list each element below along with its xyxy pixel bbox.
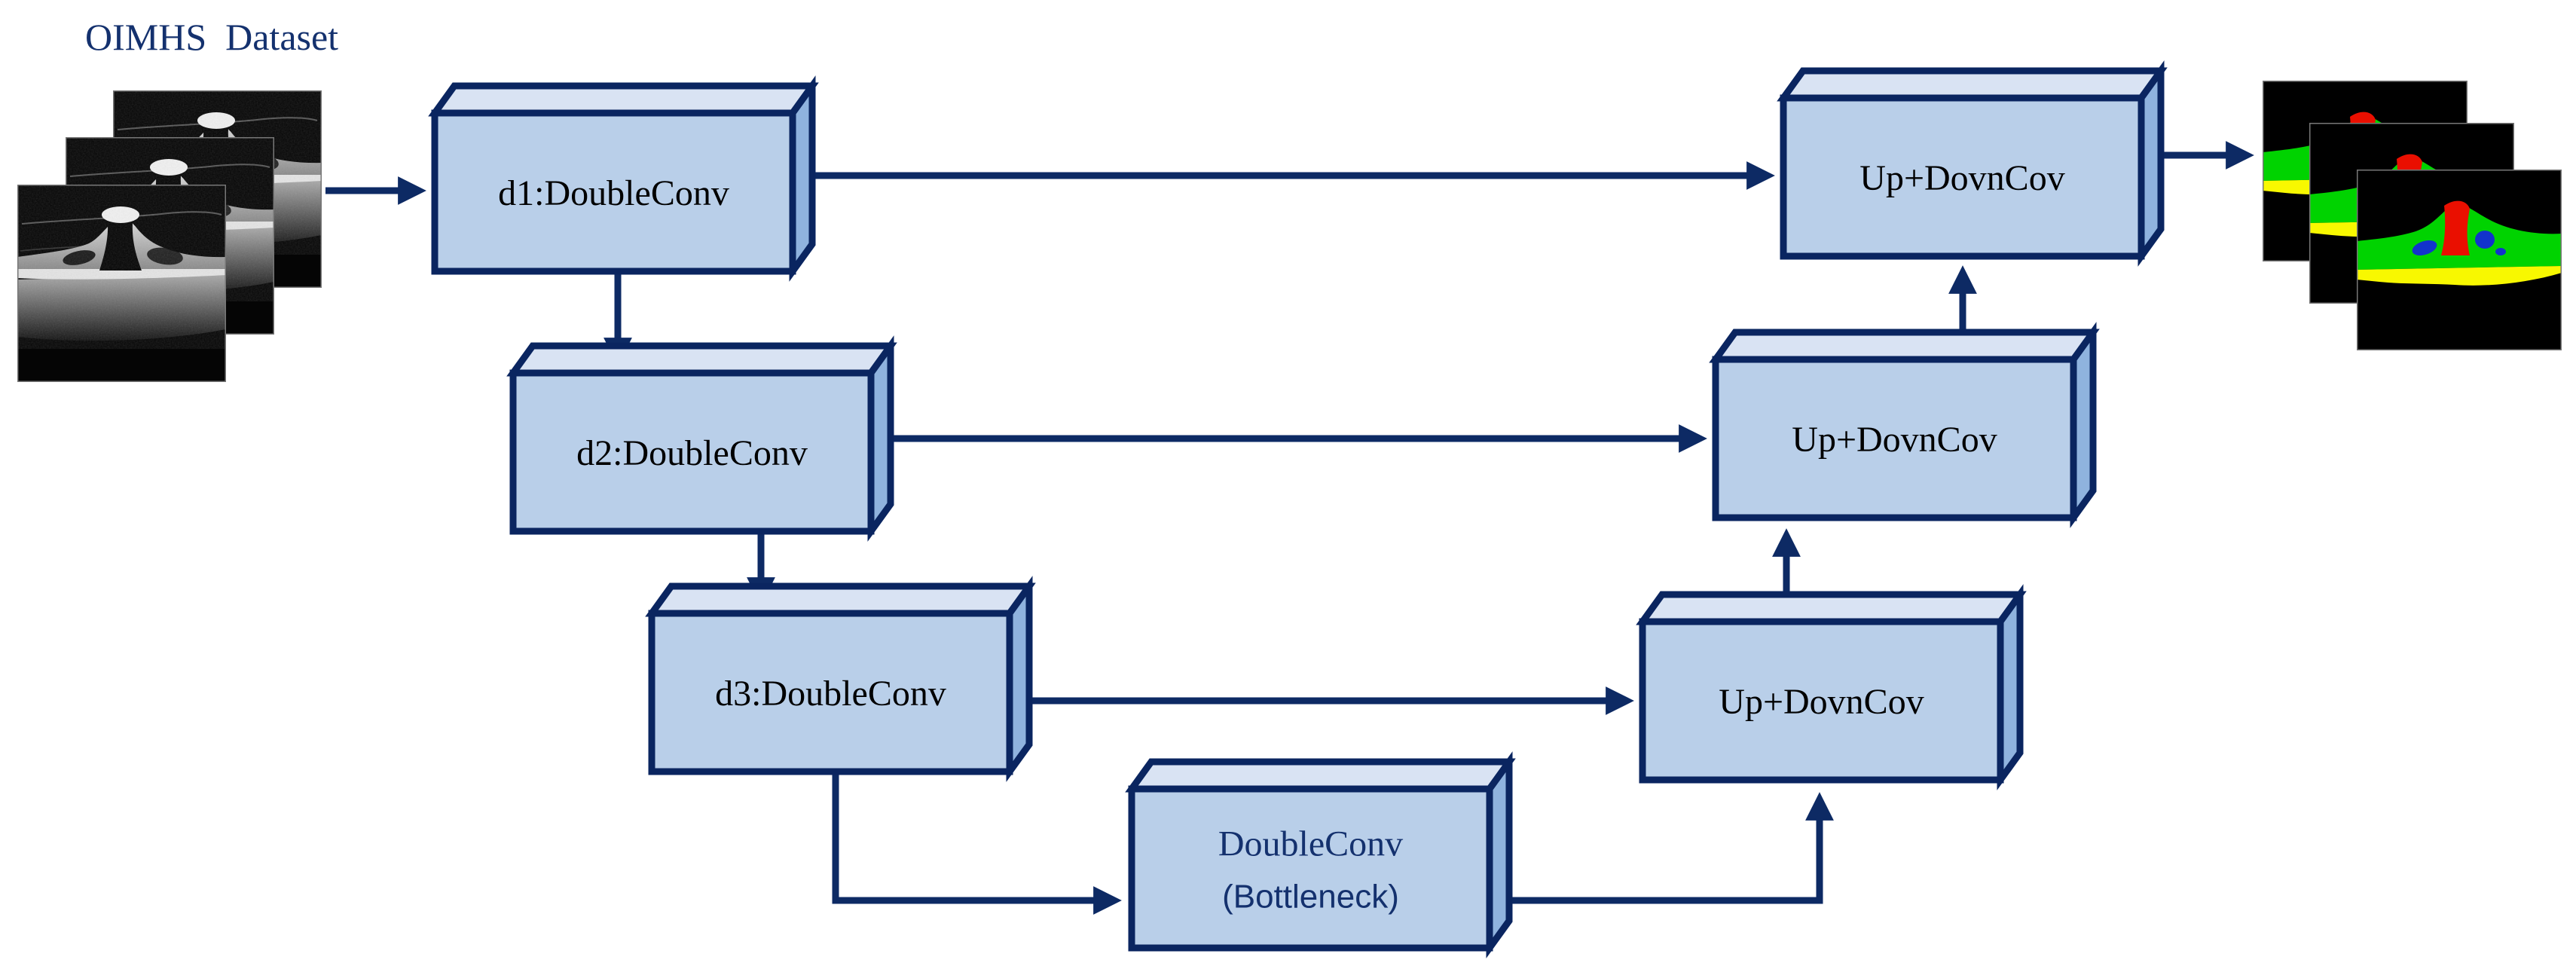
box-top-face <box>1709 329 2100 363</box>
box-top-face <box>428 82 819 117</box>
node-label: DoubleConv <box>1218 824 1403 864</box>
node-label: d2:DoubleConv <box>576 433 808 473</box>
oct-image <box>17 185 226 382</box>
node-label: Up+DovnCov <box>1859 158 2064 198</box>
input-oct-stack <box>17 90 322 382</box>
box-top-face <box>645 582 1036 617</box>
box-front-face <box>509 369 875 535</box>
node-label: Up+DovnCov <box>1792 420 1997 460</box>
edges-layer <box>325 141 2254 915</box>
box-top-face <box>1777 67 2168 102</box>
nodes-layer: d1:DoubleConv d2:DoubleConv d3:DoubleConvD… <box>428 60 2168 958</box>
diagram-title: OIMHS Dataset <box>85 16 338 58</box>
arrow-bottleneck-to-up3 <box>1490 792 1834 904</box>
box-front-face <box>1128 785 1493 952</box>
node-label: Up+DovnCov <box>1719 682 1924 722</box>
node-up3: Up+DovnCov <box>1636 584 2027 790</box>
node-sublabel: (Bottleneck) <box>1222 879 1399 916</box>
box-top-face <box>506 342 897 377</box>
arrow-d3-to-bottleneck <box>832 772 1122 915</box>
node-bottleneck: DoubleConv (Bottleneck) <box>1125 751 1516 958</box>
node-d3: d3:DoubleConv <box>645 576 1036 782</box>
node-label: d3:DoubleConv <box>715 674 946 714</box>
node-up2: Up+DovnCov <box>1709 322 2100 528</box>
box-front-face <box>1780 94 2145 260</box>
box-front-face <box>1712 356 2077 521</box>
box-front-face <box>431 109 796 275</box>
output-seg-stack <box>2262 80 2562 351</box>
box-top-face <box>1125 758 1516 793</box>
node-d2: d2:DoubleConv <box>506 335 897 542</box>
box-front-face <box>1639 618 2004 784</box>
node-d1: d1:DoubleConv <box>428 75 819 282</box>
seg-image <box>2356 169 2562 351</box>
box-top-face <box>1636 591 2027 625</box>
box-front-face <box>648 610 1013 775</box>
node-up1: Up+DovnCov <box>1777 60 2168 267</box>
node-label: d1:DoubleConv <box>498 173 729 213</box>
